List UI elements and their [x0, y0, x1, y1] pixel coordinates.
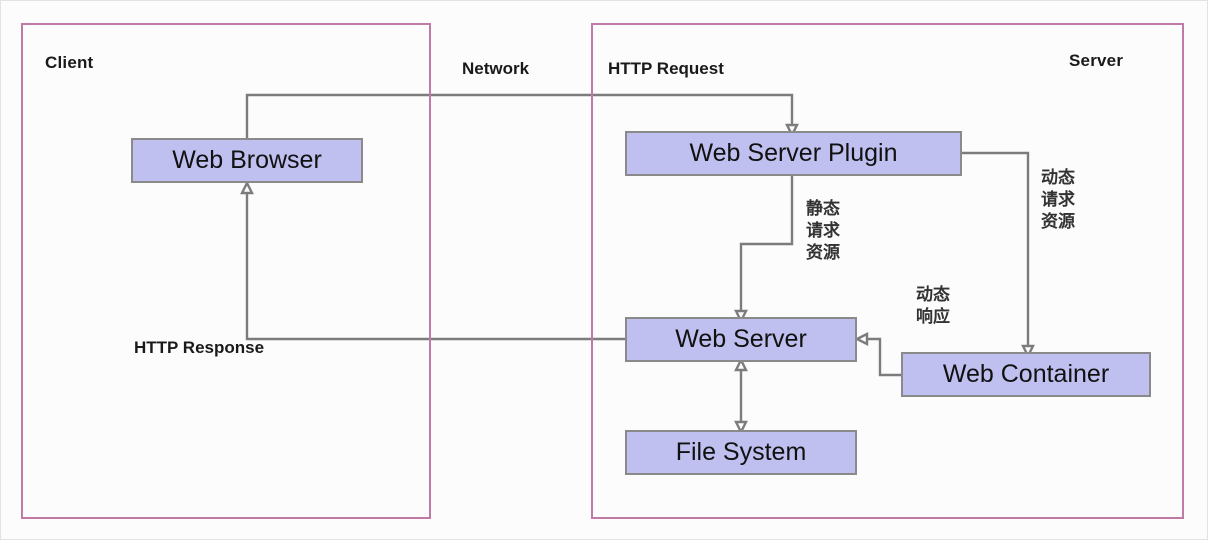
- zone-client-label: Client: [45, 53, 94, 72]
- edge-label-http-request: HTTP Request: [608, 59, 724, 78]
- zone-server-label: Server: [1069, 51, 1124, 70]
- node-web-server-plugin[interactable]: Web Server Plugin: [625, 131, 962, 176]
- node-web-browser[interactable]: Web Browser: [131, 138, 363, 183]
- edge-label-dynamic-response: 动态 响应: [916, 285, 950, 327]
- zone-server: [591, 23, 1184, 519]
- edge-label-static-request-resource: 静态 请求 资源: [806, 199, 840, 263]
- node-web-container[interactable]: Web Container: [901, 352, 1151, 397]
- zone-client: [21, 23, 431, 519]
- node-web-server[interactable]: Web Server: [625, 317, 857, 362]
- node-file-system[interactable]: File System: [625, 430, 857, 475]
- edge-label-http-response: HTTP Response: [134, 338, 265, 357]
- edge-label-dynamic-request-resource: 动态 请求 资源: [1041, 168, 1075, 232]
- edge-label-network: Network: [462, 59, 530, 78]
